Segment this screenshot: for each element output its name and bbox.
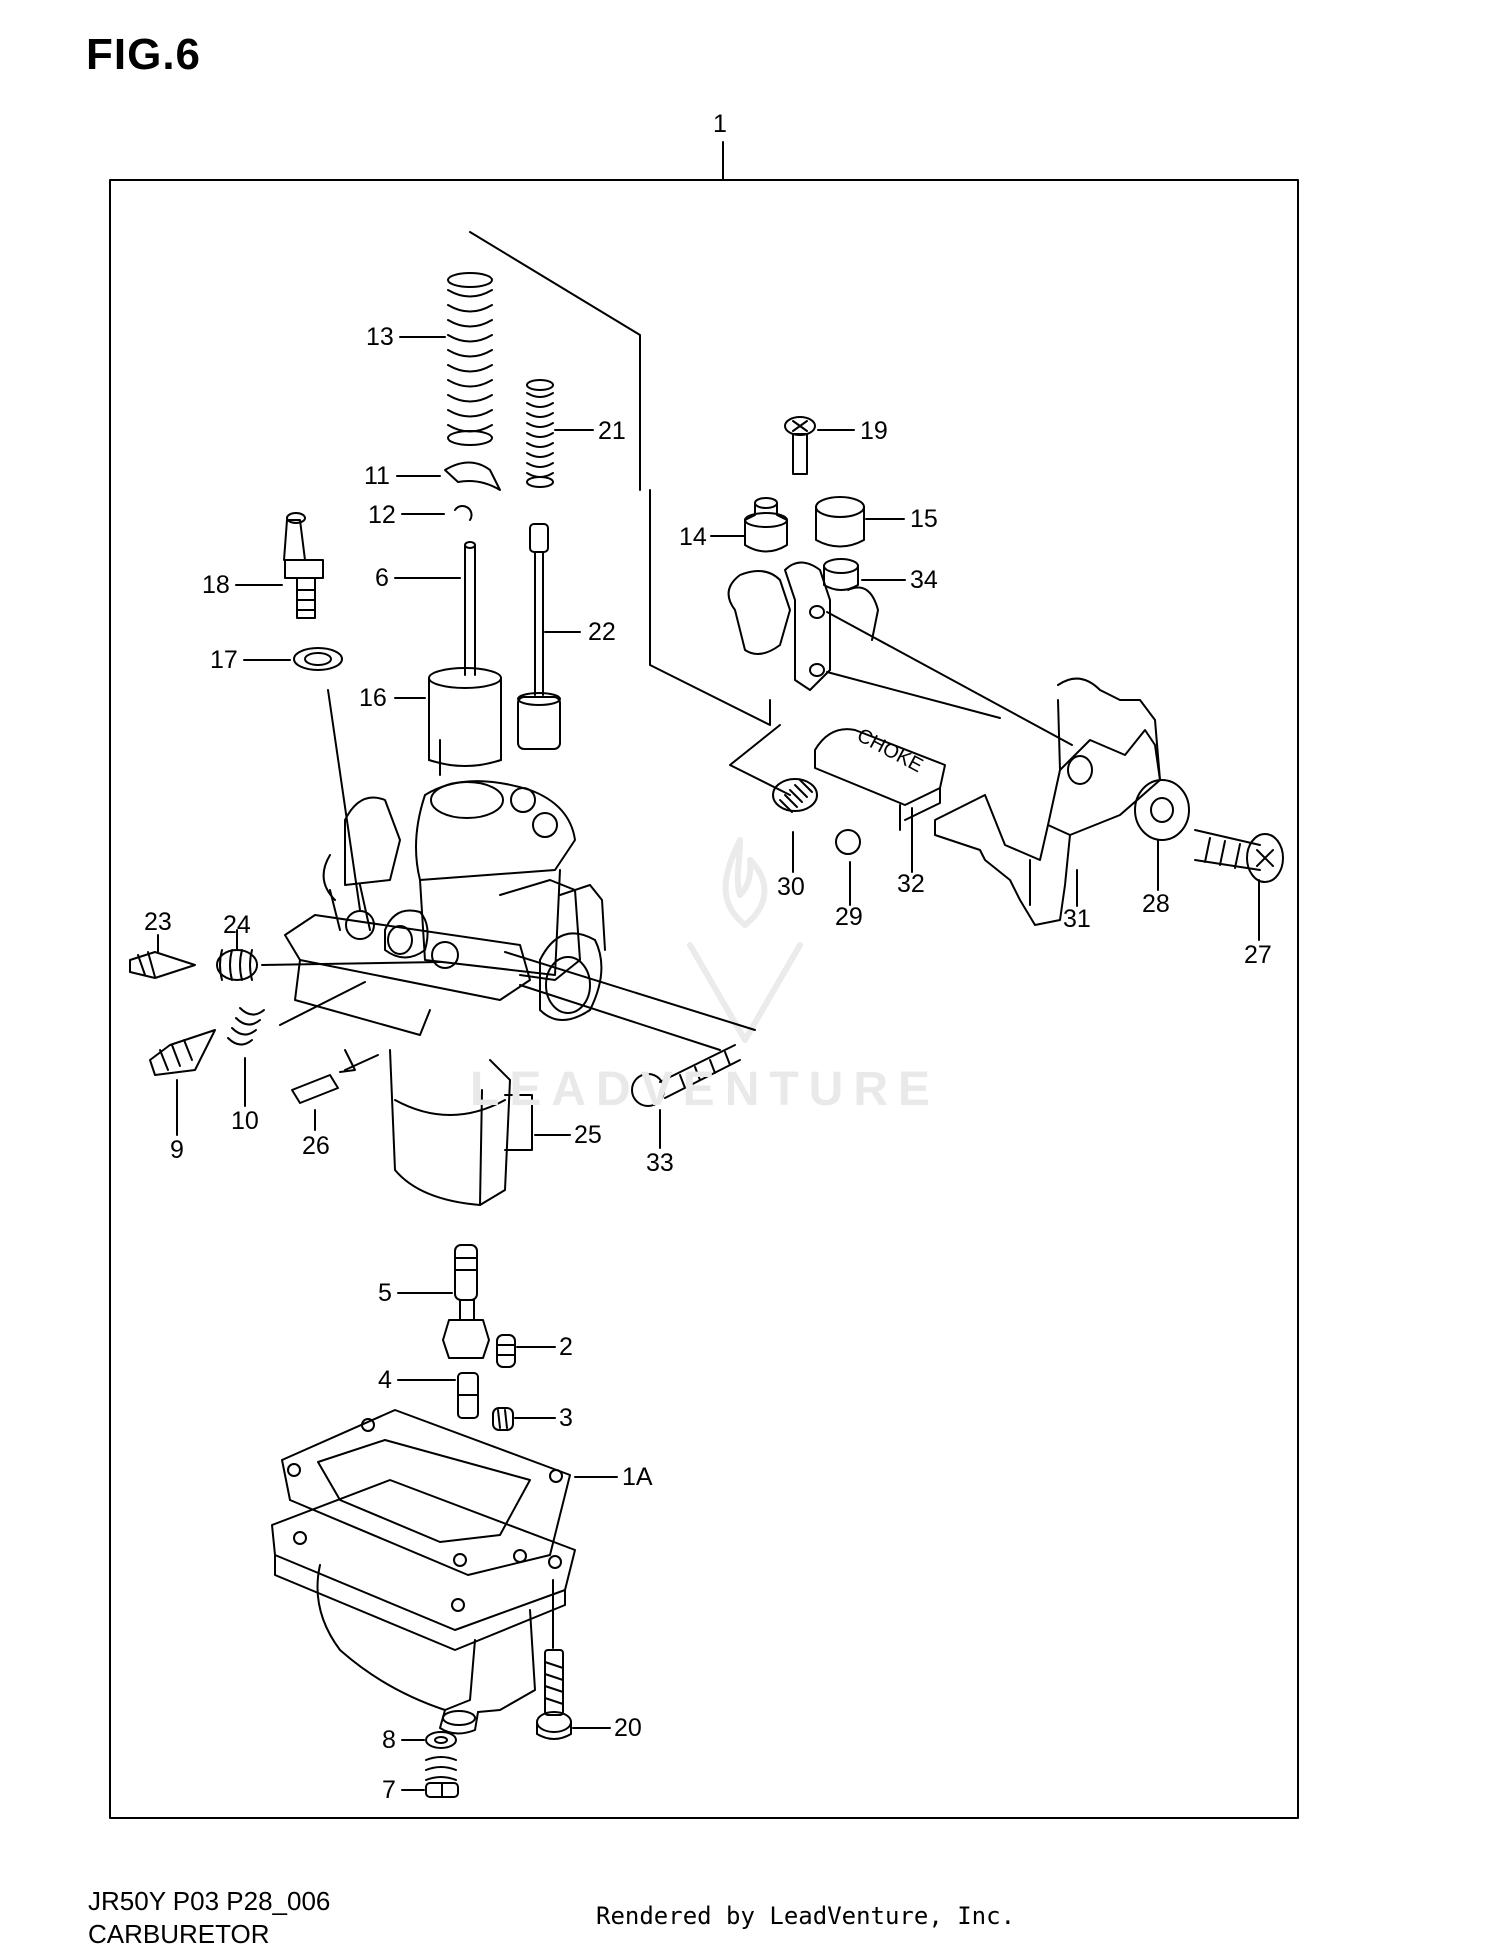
guide-33a [504,951,756,1031]
guide-17 [327,689,361,911]
part-2-screw [496,1334,516,1368]
part-19-screw [784,416,816,475]
part-32-choke-plate [814,728,946,831]
part-1a-gasket [281,1409,571,1576]
callout-4: 4 [378,1366,392,1394]
part-13-spring [447,272,493,446]
callout-13: 13 [366,323,394,351]
callout-32: 32 [897,870,925,898]
guide-24 [261,961,441,966]
part-28-washer [1134,779,1190,841]
callout-15: 15 [910,505,938,533]
watermark-text: LEADVENTURE [470,1063,941,1116]
callout-6: 6 [375,564,389,592]
part-12-eclip [454,505,473,521]
part-15-cap [815,496,865,548]
part-21-spring [526,379,554,488]
callout-31: 31 [1063,905,1091,933]
callout-8: 8 [382,1726,396,1754]
watermark-logo [687,837,803,1043]
callout-25: 25 [574,1121,602,1149]
render-credit: Rendered by LeadVenture, Inc. [596,1902,1016,1930]
part-7-screw [425,1756,459,1798]
part-10-spring [227,1007,265,1046]
part-34-plunger [823,558,859,591]
callout-12: 12 [368,501,396,529]
choke-guide [729,724,791,796]
part-20-bolt [536,1649,572,1740]
callout-5: 5 [378,1279,392,1307]
assembly-frame [109,179,1299,1819]
guide-choke-b [826,671,1001,719]
part-17-washer [293,647,343,671]
callout-24: 24 [223,911,251,939]
part-9-screw [149,1029,216,1076]
callout-7: 7 [382,1776,396,1804]
assembly-guide [469,231,771,726]
part-27-bolt [1194,829,1284,883]
part-33-screw [631,1044,741,1107]
guide-choke-a [826,611,1073,746]
callout-1a: 1A [622,1463,653,1491]
callout-14: 14 [679,523,707,551]
part-4-jet [457,1372,479,1419]
part-23-screw [129,951,196,979]
callout-3: 3 [559,1404,573,1432]
callout-33: 33 [646,1149,674,1177]
part-6-needle [464,541,476,676]
part-16-throttle-valve [428,667,502,776]
callout-27: 27 [1244,941,1272,969]
part-8-washer [425,1731,457,1749]
part-14-cap [744,497,788,553]
callout-30: 30 [777,873,805,901]
guide-33b [519,984,721,1051]
callout-19: 19 [860,417,888,445]
callout-34: 34 [910,566,938,594]
callout-21: 21 [598,417,626,445]
callout-11: 11 [364,462,390,490]
guide-10 [279,981,366,1026]
callout-20: 20 [614,1714,642,1742]
callout-16: 16 [359,684,387,712]
part-3-screw [492,1407,514,1431]
part-11-clip [444,461,501,491]
callout-23: 23 [144,908,172,936]
callout-22: 22 [588,618,616,646]
callout-1: 1 [713,110,727,138]
callout-29: 29 [835,903,863,931]
guide-26 [344,1054,379,1071]
part-18-air-fitting [283,512,324,619]
part-5-jet [442,1244,490,1359]
callout-2: 2 [559,1333,573,1361]
callout-9: 9 [170,1136,184,1164]
part-30-spring [772,778,818,813]
callout-18: 18 [202,571,230,599]
figure-title: FIG.6 [86,30,202,79]
callout-10: 10 [231,1107,259,1135]
callout-17: 17 [210,646,238,674]
choke-plate-text: CHOKE [853,724,926,777]
diagram-code: JR50Y P03 P28_006 [88,1886,331,1916]
part-26-pin [291,1074,339,1104]
part-31-choke-lever [934,677,1161,926]
choke-housing [727,561,879,691]
part-24-spring [216,949,258,981]
carburetor-body [284,780,606,1206]
float-bowl [271,1479,576,1735]
callout-28: 28 [1142,890,1170,918]
part-22-plunger [517,523,561,750]
diagram-title: CARBURETOR [88,1919,270,1949]
part-29-ball [835,829,861,855]
callout-26: 26 [302,1132,330,1160]
